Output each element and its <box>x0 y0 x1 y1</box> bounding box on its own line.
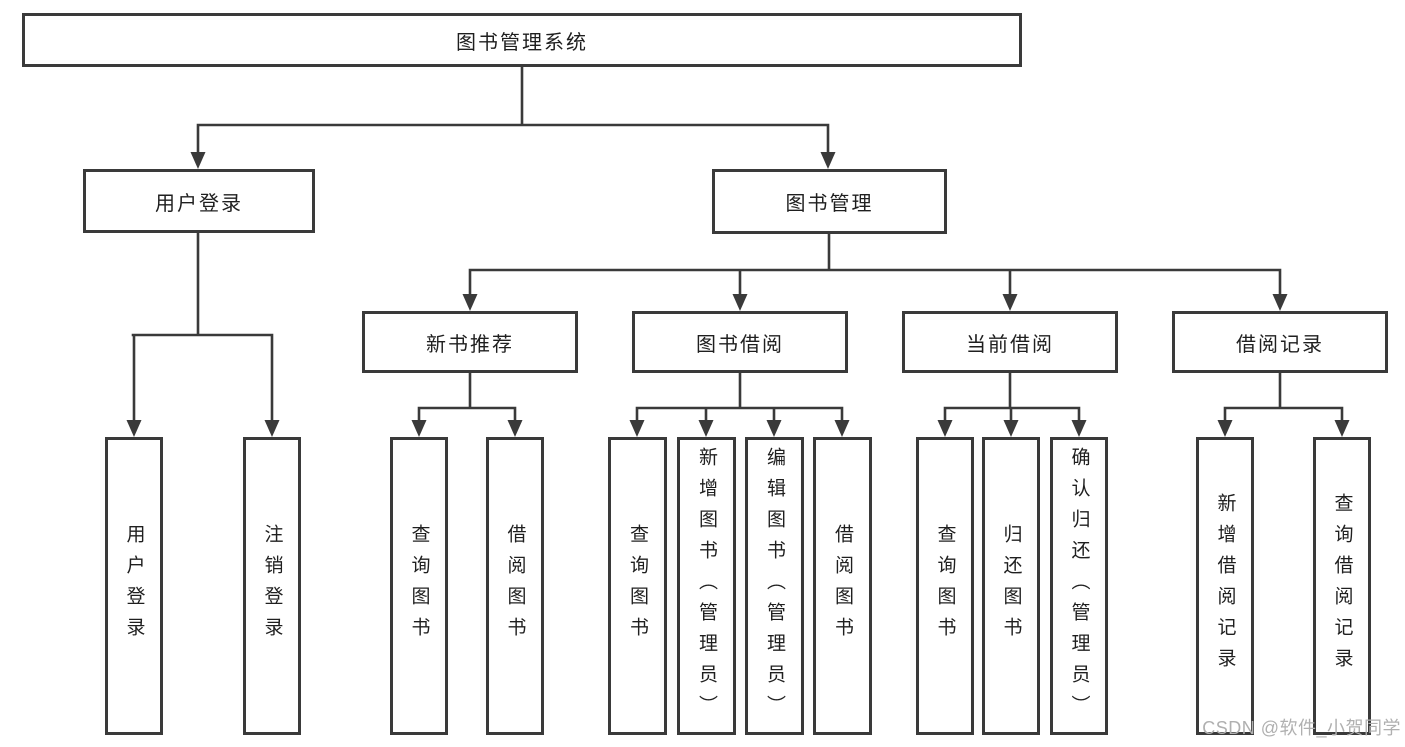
leaf-edit-book-admin: 编辑图书（管理员） <box>745 437 804 735</box>
arrowhead-icon <box>820 152 836 169</box>
arrowhead-icon <box>937 420 953 437</box>
leaf-query-books-recommend: 查询图书 <box>390 437 448 735</box>
arrowhead-icon <box>1003 420 1019 437</box>
arrowhead-icon <box>462 294 478 311</box>
node-current-borrow: 当前借阅 <box>902 311 1118 373</box>
node-book-management: 图书管理 <box>712 169 947 234</box>
arrowhead-icon <box>411 420 427 437</box>
node-borrow-records: 借阅记录 <box>1172 311 1388 373</box>
connector-path <box>131 65 1344 424</box>
leaf-borrow-books: 借阅图书 <box>813 437 872 735</box>
leaf-add-book-admin: 新增图书（管理员） <box>677 437 736 735</box>
arrowhead-icon <box>126 420 142 437</box>
node-root-system: 图书管理系统 <box>22 13 1022 67</box>
arrowhead-icon <box>834 420 850 437</box>
leaf-query-books-current: 查询图书 <box>916 437 974 735</box>
leaf-borrow-books-recommend: 借阅图书 <box>486 437 544 735</box>
node-new-book-recommend: 新书推荐 <box>362 311 578 373</box>
leaf-logout-login: 注销登录 <box>243 437 301 735</box>
arrowhead-icon <box>732 294 748 311</box>
arrowhead-icon <box>629 420 645 437</box>
arrowhead-icon <box>264 420 280 437</box>
arrowhead-icon <box>507 420 523 437</box>
arrowhead-icon <box>766 420 782 437</box>
arrowhead-icon <box>1217 420 1233 437</box>
node-book-borrow: 图书借阅 <box>632 311 848 373</box>
leaf-query-books-borrow: 查询图书 <box>608 437 667 735</box>
leaf-confirm-return-admin: 确认归还（管理员） <box>1050 437 1108 735</box>
leaf-user-login: 用户登录 <box>105 437 163 735</box>
arrowhead-icon <box>698 420 714 437</box>
leaf-return-book: 归还图书 <box>982 437 1040 735</box>
arrowhead-icon <box>190 152 206 169</box>
csdn-watermark: CSDN @软件_小贺同学 <box>1202 718 1401 738</box>
arrowhead-icon <box>1002 294 1018 311</box>
leaf-add-borrow-record: 新增借阅记录 <box>1196 437 1254 735</box>
arrowhead-icon <box>1334 420 1350 437</box>
leaf-query-borrow-record: 查询借阅记录 <box>1313 437 1371 735</box>
arrowhead-icon <box>1071 420 1087 437</box>
arrowhead-icon <box>1272 294 1288 311</box>
node-user-login: 用户登录 <box>83 169 315 233</box>
